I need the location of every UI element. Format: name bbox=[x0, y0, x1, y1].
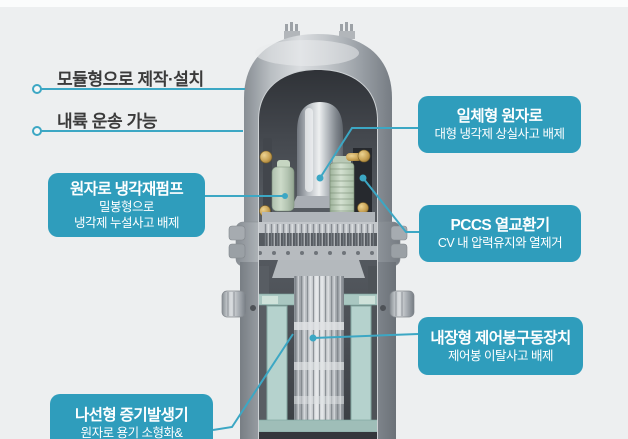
pccs-dark-slot bbox=[353, 148, 372, 220]
dome-highlight bbox=[255, 40, 359, 66]
callout-integral-reactor: 일체형 원자로 대형 냉각제 상실사고 배제 bbox=[418, 96, 581, 153]
inner-wall-right bbox=[368, 266, 377, 439]
core-rods-texture bbox=[294, 276, 344, 439]
pccs-ribs bbox=[330, 168, 354, 212]
coolant-pump-body bbox=[271, 166, 295, 212]
callout-pccs-sub1: CV 내 압력유지와 열제거 bbox=[437, 236, 563, 250]
connector-crdm bbox=[309, 333, 419, 342]
brass-pin bbox=[357, 149, 371, 163]
bottom-shadow bbox=[259, 432, 377, 439]
callout-coolant-pump-title: 원자로 냉각재펌프 bbox=[70, 180, 184, 198]
vessel-lug-right bbox=[339, 22, 355, 39]
top-border-strip bbox=[0, 0, 628, 7]
callout-coolant-pump-sub1: 밀봉형으로 bbox=[98, 199, 155, 214]
brass-pin bbox=[259, 150, 273, 164]
inner-wall-left bbox=[259, 266, 269, 439]
capsule-highlight bbox=[305, 108, 313, 192]
connector-inland bbox=[32, 126, 243, 136]
core-band bbox=[294, 322, 344, 330]
flange-bolts bbox=[259, 251, 374, 255]
connector-integral-reactor bbox=[316, 127, 418, 182]
label-inland-transport: 내륙 운송 가능 bbox=[57, 112, 158, 131]
core-band bbox=[294, 396, 344, 404]
vessel-side-brackets bbox=[221, 225, 415, 318]
support-neck bbox=[272, 260, 365, 278]
callout-steam-generator: 나선형 증기발생기 원자로 용기 소형화& bbox=[50, 394, 213, 439]
callout-pccs-heat-exchanger: PCCS 열교환기 CV 내 압력유지와 열제거 bbox=[419, 205, 581, 262]
callout-steam-generator-title: 나선형 증기발생기 bbox=[75, 406, 189, 424]
vessel-lug-left bbox=[284, 22, 300, 39]
callout-crdm: 내장형 제어봉구동장치 제어봉 이탈사고 배제 bbox=[418, 317, 583, 375]
callout-steam-generator-sub1: 원자로 용기 소형화& bbox=[80, 425, 183, 439]
connector-pump bbox=[205, 193, 288, 199]
callout-coolant-pump: 원자로 냉각재펌프 밀봉형으로 냉각제 누설사고 배제 bbox=[48, 173, 205, 237]
callout-coolant-pump-sub2: 냉각제 누설사고 배제 bbox=[74, 215, 179, 230]
connector-modular bbox=[32, 84, 245, 94]
beam-block bbox=[262, 296, 278, 304]
label-modular-fabrication: 모듈형으로 제작·설치 bbox=[57, 70, 204, 89]
callout-integral-reactor-title: 일체형 원자로 bbox=[456, 108, 543, 125]
callout-pccs-title: PCCS 열교환기 bbox=[450, 217, 550, 234]
callout-integral-reactor-sub1: 대형 냉각제 상실사고 배제 bbox=[434, 127, 565, 141]
beam-block bbox=[359, 296, 375, 304]
callout-crdm-sub1: 제어봉 이탈사고 배제 bbox=[448, 348, 553, 363]
connector-pccs bbox=[359, 174, 419, 233]
flange-1 bbox=[262, 212, 375, 222]
connector-steam-generator bbox=[212, 333, 294, 431]
callout-crdm-title: 내장형 제어봉구동장치 bbox=[430, 329, 571, 347]
core-band bbox=[294, 362, 344, 370]
